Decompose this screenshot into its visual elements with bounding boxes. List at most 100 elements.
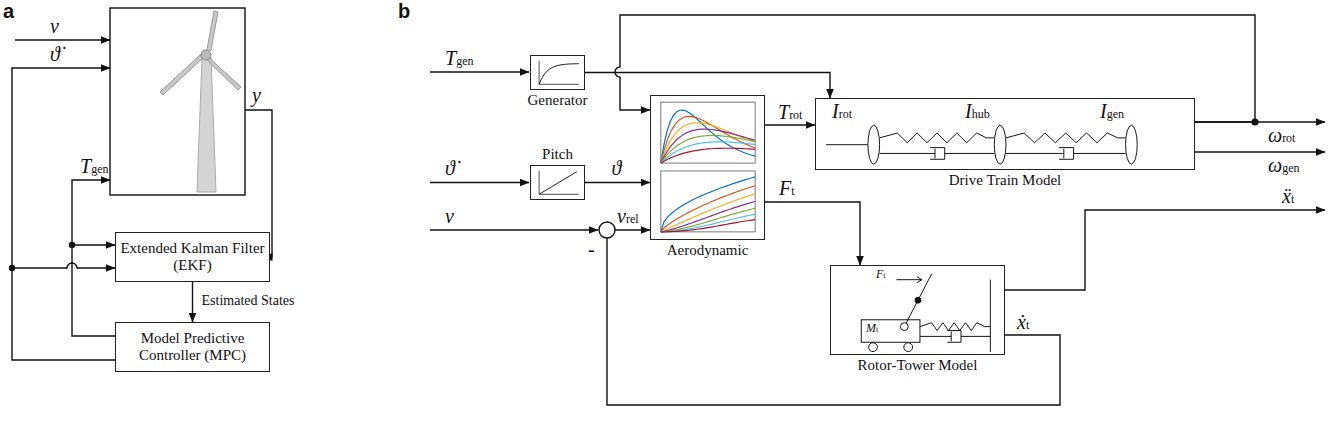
spring (1006, 133, 1126, 143)
damper (880, 148, 995, 160)
wind-input-line (430, 229, 598, 230)
signal-name: ϑ̇ (445, 157, 455, 179)
signal-name: Tgen (80, 155, 108, 177)
controller-box: Model Predictive Controller (MPC) (115, 322, 270, 372)
panel-letter: b (398, 0, 410, 22)
block-icon (816, 99, 1194, 169)
signal-name: Ft (779, 177, 795, 199)
inertia-name: Ihub (965, 100, 990, 122)
power-curve (661, 110, 755, 163)
signal-name: ϑ (612, 157, 622, 179)
pitch-rate-line (12, 68, 110, 268)
thrust-curve (661, 186, 755, 232)
generator-speed-output (1195, 151, 1325, 152)
signal-name: ẋt (1017, 311, 1029, 333)
ramp-curve (539, 172, 577, 195)
aerodynamic-block: Aerodynamic (650, 95, 765, 240)
turbine-blade (160, 55, 206, 95)
thrust-curve (661, 194, 755, 232)
torque-line (72, 180, 110, 245)
signal-name: y (252, 84, 261, 106)
block-title: Pitch (481, 146, 634, 163)
plot-frame (661, 171, 755, 232)
signal-name: v (50, 15, 59, 37)
inertia-name: Irot (832, 100, 852, 122)
spring (880, 133, 995, 143)
mass-name: Mt (866, 322, 878, 335)
power-curve (661, 116, 755, 163)
block-icon (651, 96, 764, 239)
thrust-curve (661, 214, 755, 232)
turbine-illustration (160, 11, 241, 192)
sign-mark: - (588, 238, 595, 260)
power-curve (661, 123, 755, 163)
power-curve (661, 148, 755, 163)
block-title: Drive Train Model (766, 172, 1244, 189)
damper (1006, 148, 1126, 160)
thrust-curve (661, 208, 755, 232)
signal-name: vrel (617, 205, 639, 227)
force-name: Ft (876, 268, 886, 281)
wheel (904, 343, 913, 352)
acceleration-output (1005, 210, 1325, 290)
shaft (826, 144, 874, 145)
signal-connector (765, 124, 815, 125)
estimator-box: Extended Kalman Filter (EKF) (115, 232, 270, 282)
summing-junction (599, 222, 615, 238)
signal-name: ẍt (1282, 185, 1294, 207)
inertia-disc (1126, 125, 1138, 164)
box-text: Model Predictive Controller (MPC) (116, 330, 269, 364)
block-title: Rotor-Tower Model (781, 357, 1054, 374)
plot-frame (661, 102, 755, 163)
plot-axes (539, 171, 579, 195)
block-title: Aerodynamic (601, 242, 814, 259)
turbine-blade (206, 55, 241, 90)
power-curve (661, 129, 755, 163)
torsion-spring (900, 323, 908, 331)
inertia-disc (868, 125, 880, 164)
torque-input-line (430, 71, 529, 72)
thrust-curve (661, 177, 755, 232)
wall (990, 280, 991, 352)
thrust-curve (661, 220, 755, 232)
signal-name: v (445, 205, 454, 227)
signal-connector (585, 182, 650, 183)
spring (920, 323, 990, 331)
signal-name: ωgen (1268, 154, 1299, 176)
wind-input-line (15, 39, 110, 40)
turbine-frame (110, 8, 245, 195)
signal-connector (765, 202, 860, 265)
signal-name: Tgen (445, 47, 473, 69)
signal-connector (72, 245, 115, 336)
inertia-disc (994, 125, 1006, 164)
force-arrow (896, 277, 921, 283)
signal-connector (192, 282, 193, 322)
rotor-tower-block: Rotor-Tower Model (830, 265, 1005, 355)
turbine-blade (206, 11, 218, 55)
step-response-curve (539, 64, 579, 85)
block-icon (831, 266, 1004, 354)
block-title: Generator (481, 92, 634, 109)
block-icon (531, 166, 584, 199)
signal-name: ϑ̇ (50, 43, 60, 65)
power-curve (661, 142, 755, 163)
signal-name: Trot (778, 101, 802, 123)
flow-label: Estimated States (200, 293, 297, 308)
pitch-rate-input-line (430, 182, 529, 183)
block-icon (531, 56, 584, 89)
inertia-name: Igen (1100, 100, 1124, 122)
plot-axes (539, 61, 579, 85)
box-text: Extended Kalman Filter (EKF) (116, 240, 269, 274)
panel-letter: a (3, 0, 14, 22)
generator-block: Generator (530, 55, 585, 90)
wheel (869, 343, 878, 352)
cart (861, 320, 920, 342)
damper (920, 331, 990, 343)
pitch-block: Pitch (530, 165, 585, 200)
turbine-tower (197, 58, 216, 192)
turbine-hub (201, 50, 211, 60)
power-curve (661, 135, 755, 163)
signal-name: ωrot (1268, 124, 1295, 146)
signal-connector (12, 263, 115, 360)
drive-train-block: Drive Train Model (815, 98, 1195, 170)
